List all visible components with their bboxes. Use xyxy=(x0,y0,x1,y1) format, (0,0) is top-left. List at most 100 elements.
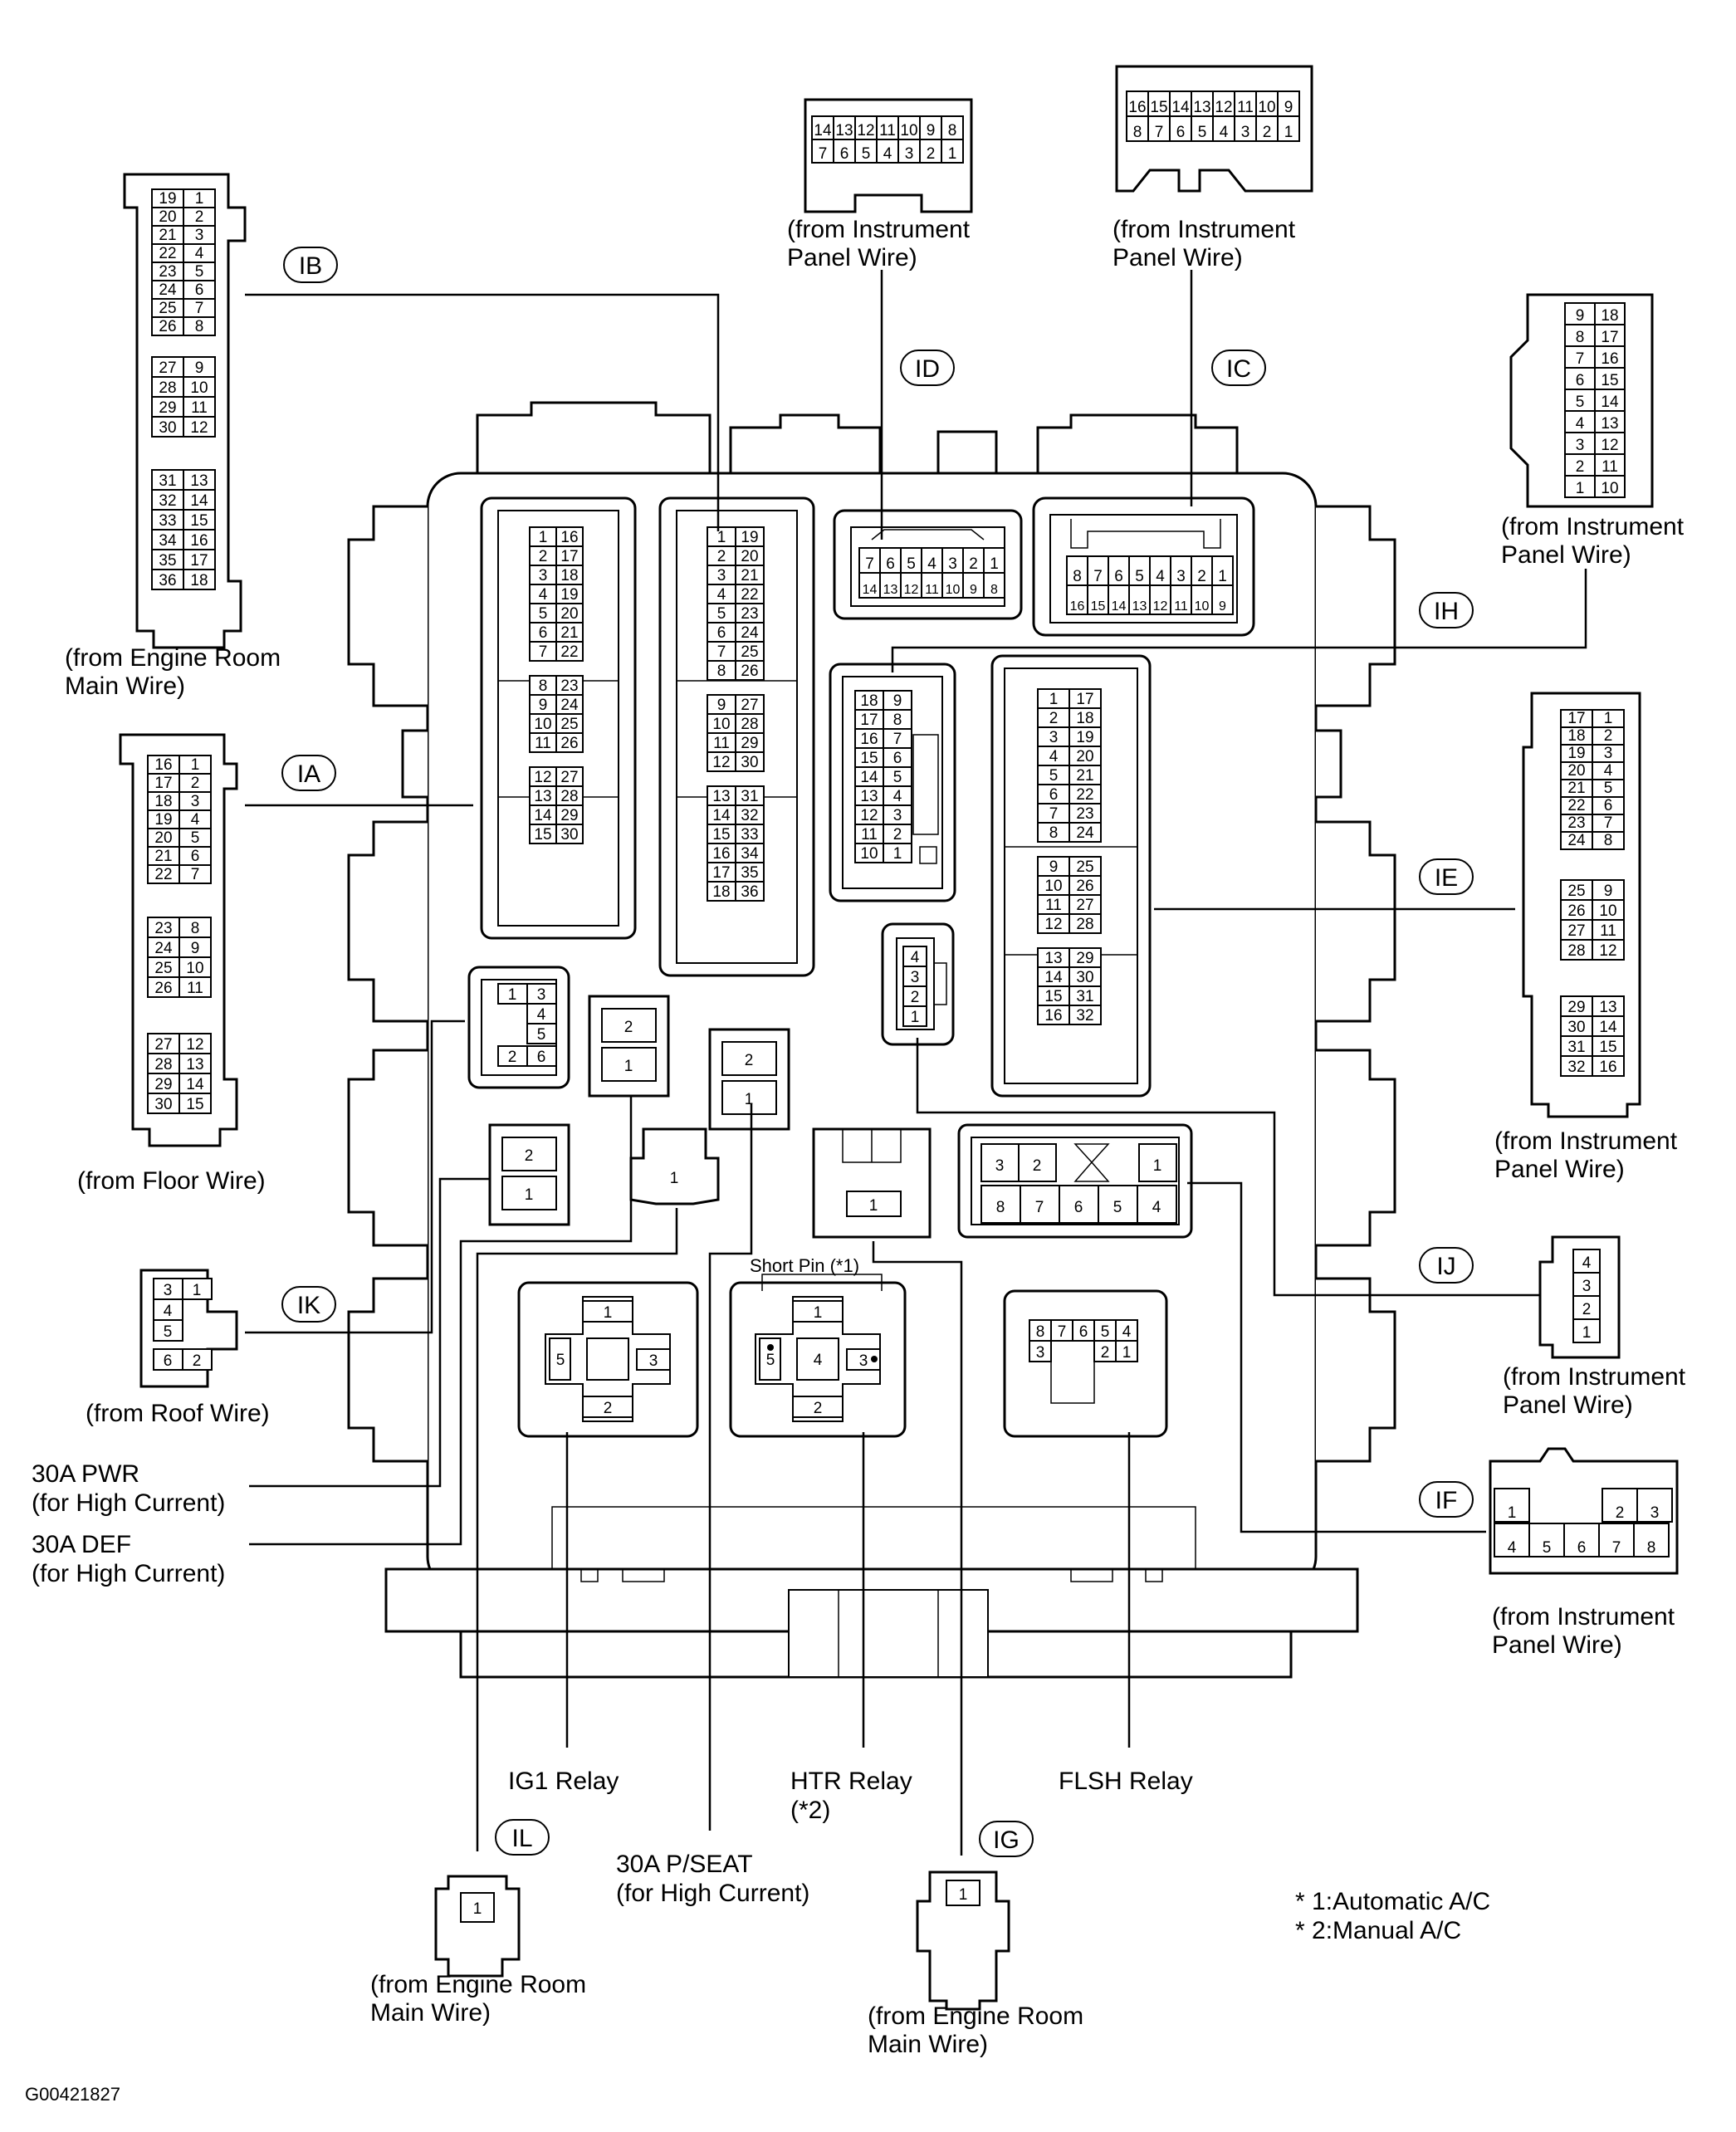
id-source-line1: (from Instrument xyxy=(787,216,971,243)
jb-ib-pin: 31 xyxy=(741,788,758,805)
relay-pin: 2 xyxy=(604,1400,613,1417)
conn-ie-pin: 10 xyxy=(1599,902,1616,920)
il-source-line2: Main Wire) xyxy=(370,1999,491,2027)
jb-ie-pin: 12 xyxy=(1044,916,1062,933)
jb-ij-pin: 3 xyxy=(911,969,920,986)
conn-ie-pin: 5 xyxy=(1604,780,1613,797)
conn-ih-cell xyxy=(1594,432,1626,455)
conn-ia-cell xyxy=(178,976,212,998)
jb-id-pin: 10 xyxy=(946,583,961,597)
id-source-line2: Panel Wire) xyxy=(787,244,917,271)
jb-ij-pin: 1 xyxy=(911,1009,920,1026)
conn-if-pin: 4 xyxy=(1508,1539,1517,1557)
conn-ic-cell xyxy=(1212,115,1235,142)
jb-id-pin: 5 xyxy=(907,555,916,573)
conn-ie-pin: 31 xyxy=(1567,1039,1585,1056)
jb-if-cell xyxy=(980,1185,1021,1224)
jb-if-cell xyxy=(1059,1185,1099,1224)
conn-if-cell xyxy=(1528,1523,1565,1557)
jb-ie-pin: 23 xyxy=(1076,805,1093,823)
fuse-slot xyxy=(721,1041,777,1076)
conn-ih-pin: 9 xyxy=(1576,307,1585,325)
conn-ic-pin: 8 xyxy=(1133,124,1142,141)
jb-ih-pin: 16 xyxy=(860,731,878,748)
tag-ic: IC xyxy=(1211,350,1266,386)
conn-ic-pin: 5 xyxy=(1198,124,1207,141)
jb-ia-pin: 14 xyxy=(534,807,552,824)
jb-id-cell xyxy=(879,572,902,599)
jb-ia-pin: 7 xyxy=(539,643,548,661)
conn-ib-cell xyxy=(183,489,216,511)
jb-ib-pin: 32 xyxy=(741,807,758,824)
conn-ib-pin: 22 xyxy=(159,245,176,262)
conn-ib-pin: 18 xyxy=(190,572,208,589)
if-source-line1: (from Instrument xyxy=(1492,1603,1675,1631)
conn-ie-pin: 27 xyxy=(1567,922,1585,940)
jb-ia-pin: 15 xyxy=(534,826,551,844)
jb-ia-pin: 6 xyxy=(539,624,548,642)
conn-ib-pin: 16 xyxy=(190,532,208,550)
jb-ih-pin: 2 xyxy=(893,826,902,844)
conn-ib-pin: 20 xyxy=(159,208,176,226)
svg-text:IB: IB xyxy=(299,252,322,280)
def-label-line1: 30A DEF xyxy=(32,1531,131,1558)
flsh-relay-pin: 5 xyxy=(1101,1323,1110,1341)
conn-id-cell xyxy=(876,115,899,140)
conn-ia-cell xyxy=(147,1093,180,1114)
jb-ih-pin: 15 xyxy=(860,750,878,767)
flsh-relay-label: FLSH Relay xyxy=(1059,1768,1193,1795)
ih-source-line1: (from Instrument xyxy=(1501,513,1685,540)
jb-ia-pin: 11 xyxy=(535,735,551,752)
jb-ie-pin: 13 xyxy=(1044,950,1062,967)
conn-ia-pin: 24 xyxy=(154,940,173,957)
conn-id-pin: 4 xyxy=(883,145,892,163)
jb-ie-pin: 19 xyxy=(1076,729,1093,746)
conn-ih-cell xyxy=(1564,453,1596,477)
conn-id-cell xyxy=(811,139,834,164)
conn-ie-cell xyxy=(1560,899,1593,921)
jb-ib-pin: 27 xyxy=(741,697,758,714)
conn-id-pin: 5 xyxy=(862,145,871,163)
jb-ie-pin: 6 xyxy=(1049,786,1059,804)
conn-id-cell xyxy=(941,115,964,140)
svg-text:IF: IF xyxy=(1435,1487,1458,1514)
jb-ie-pin: 11 xyxy=(1045,897,1062,914)
conn-ij-pin: 3 xyxy=(1582,1278,1592,1295)
conn-ih-cell xyxy=(1564,432,1596,455)
conn-ib-pin: 28 xyxy=(159,379,176,397)
fuse-pin: 2 xyxy=(624,1019,633,1036)
conn-id-pin: 8 xyxy=(948,122,957,139)
conn-ie-pin: 8 xyxy=(1604,832,1613,849)
jb-ia-pin: 29 xyxy=(560,807,578,824)
htr-relay-label-line2: (*2) xyxy=(790,1797,830,1824)
conn-ia-pin: 26 xyxy=(154,980,172,997)
conn-ic-pin: 4 xyxy=(1220,124,1229,141)
jb-id-cell xyxy=(941,572,964,599)
jb-id-pin: 11 xyxy=(925,583,939,597)
jb-ik-cell xyxy=(526,983,557,1005)
svg-text:ID: ID xyxy=(915,355,940,383)
jb-ie-pin: 29 xyxy=(1076,950,1093,967)
conn-ib-cell xyxy=(183,396,216,418)
conn-il-cell xyxy=(460,1892,495,1923)
conn-ik-pin: 6 xyxy=(164,1352,173,1370)
jb-socket-il: 1 xyxy=(812,1127,932,1239)
conn-ia-pin: 22 xyxy=(154,866,172,883)
tag-il: IL xyxy=(495,1819,550,1856)
conn-ik-cell xyxy=(182,1348,213,1371)
conn-ib-pin: 11 xyxy=(191,399,208,417)
jb-id-cell xyxy=(879,547,902,574)
jb-ih-pin: 8 xyxy=(893,711,902,729)
conn-ib-pin: 7 xyxy=(195,300,204,317)
svg-text:IE: IE xyxy=(1435,864,1458,892)
conn-ie-cell xyxy=(1592,1035,1625,1057)
conn-ic-pin: 1 xyxy=(1284,124,1293,141)
conn-ie-cell xyxy=(1560,879,1593,901)
